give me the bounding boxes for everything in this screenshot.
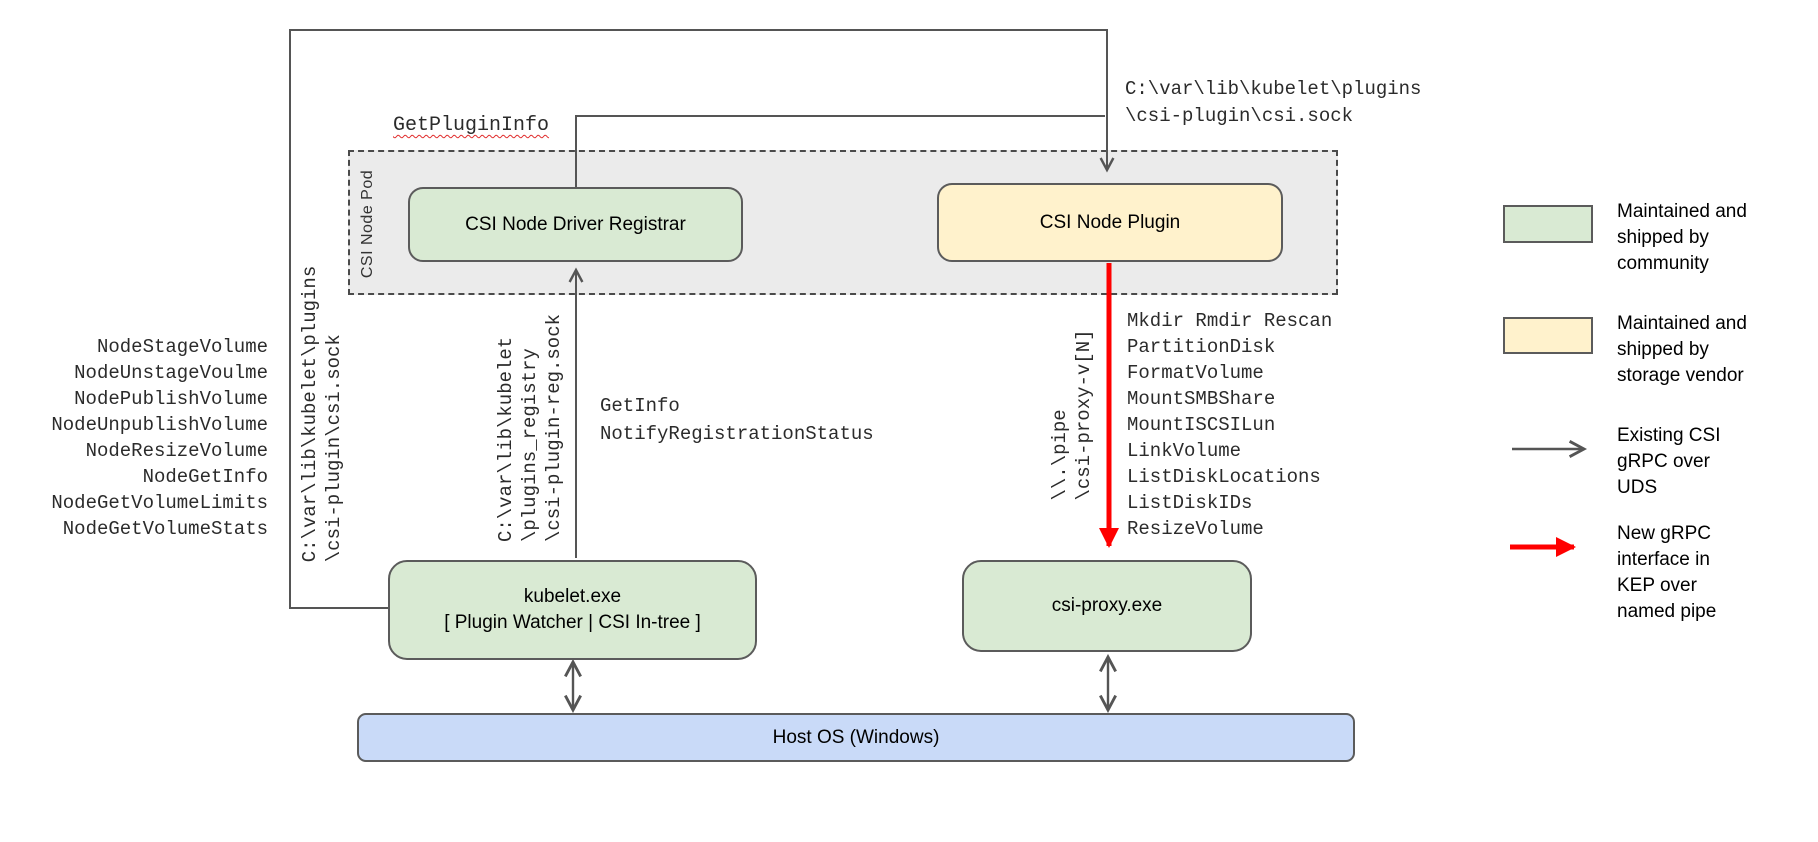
proxy-call: FormatVolume xyxy=(1127,362,1264,384)
named-pipe-path-vertical: \\.\pipe\csi-proxy-v[N] xyxy=(1048,329,1096,500)
proxy-call: PartitionDisk xyxy=(1127,336,1276,358)
node-call: NodeGetVolumeStats xyxy=(62,518,268,540)
csi-node-pod-label: CSI Node Pod xyxy=(359,169,376,279)
path-line: \csi-plugin\csi.sock xyxy=(323,334,345,563)
legend-vendor-swatch xyxy=(1503,317,1593,354)
node-call: NodeStageVolume xyxy=(96,336,268,358)
node-call: NodeUnstageVoulme xyxy=(74,362,268,384)
node-call: NodeUnpublishVolume xyxy=(51,414,268,436)
kubelet-box: kubelet.exe [ Plugin Watcher | CSI In-tr… xyxy=(388,560,757,660)
registry-sock-path-vertical: C:\var\lib\kubelet\plugins_registry\csi-… xyxy=(494,314,566,542)
legend-community-label: Maintained and shipped by community xyxy=(1617,201,1747,274)
proxy-call: MountSMBShare xyxy=(1127,388,1276,410)
node-call: NodeGetVolumeLimits xyxy=(51,492,268,514)
registration-call: NotifyRegistrationStatus xyxy=(600,423,874,445)
csi-node-driver-registrar-box: CSI Node Driver Registrar xyxy=(408,187,743,262)
csi-node-driver-registrar-label: CSI Node Driver Registrar xyxy=(465,213,686,235)
proxy-call: Mkdir Rmdir Rescan xyxy=(1127,310,1333,332)
host-os-box: Host OS (Windows) xyxy=(357,713,1355,762)
path-line: \csi-proxy-v[N] xyxy=(1073,329,1095,501)
csi-sock-path-top: C:\var\lib\kubelet\plugins \csi-plugin\cs… xyxy=(1125,76,1421,130)
csi-node-plugin-label: CSI Node Plugin xyxy=(1039,211,1181,233)
path-line: \plugins_registry xyxy=(519,348,541,543)
path-line: C:\var\lib\kubelet xyxy=(495,336,517,543)
node-call: NodePublishVolume xyxy=(74,388,268,410)
kubelet-label: kubelet.exe xyxy=(523,586,622,607)
path-line: \\.\pipe xyxy=(1049,409,1071,501)
proxy-call: ResizeVolume xyxy=(1127,518,1264,540)
node-call: NodeResizeVolume xyxy=(85,440,268,462)
proxy-call: ListDiskLocations xyxy=(1127,466,1321,488)
legend-community-swatch xyxy=(1503,205,1593,243)
path-line: \csi-plugin-reg.sock xyxy=(543,313,565,543)
csi-proxy-box: csi-proxy.exe xyxy=(962,560,1252,652)
host-os-label: Host OS (Windows) xyxy=(772,726,940,748)
proxy-call: LinkVolume xyxy=(1127,440,1242,462)
path-line: C:\var\lib\kubelet\plugins xyxy=(299,265,321,563)
csi-proxy-label: csi-proxy.exe xyxy=(1051,595,1163,616)
proxy-call: MountISCSILun xyxy=(1127,414,1276,436)
legend-existing-arrow-label: Existing CSI gRPC over UDS xyxy=(1617,425,1721,498)
kubelet-sublabel: [ Plugin Watcher | CSI In-tree ] xyxy=(444,612,701,633)
get-plugin-info-label: GetPluginInfo xyxy=(393,114,550,137)
legend-vendor-label: Maintained and shipped by storage vendor xyxy=(1617,313,1747,386)
legend-new-arrow-label: New gRPC interface in KEP over named pip… xyxy=(1617,523,1717,622)
path-line: C:\var\lib\kubelet\plugins xyxy=(1125,78,1422,100)
csi-sock-path-vertical: C:\var\lib\kubelet\plugins\csi-plugin\cs… xyxy=(298,266,346,562)
node-call: NodeGetInfo xyxy=(142,466,268,488)
csi-node-plugin-box: CSI Node Plugin xyxy=(937,183,1283,262)
path-line: \csi-plugin\csi.sock xyxy=(1125,105,1354,127)
registration-call: GetInfo xyxy=(600,395,680,417)
proxy-call: ListDiskIDs xyxy=(1127,492,1253,514)
